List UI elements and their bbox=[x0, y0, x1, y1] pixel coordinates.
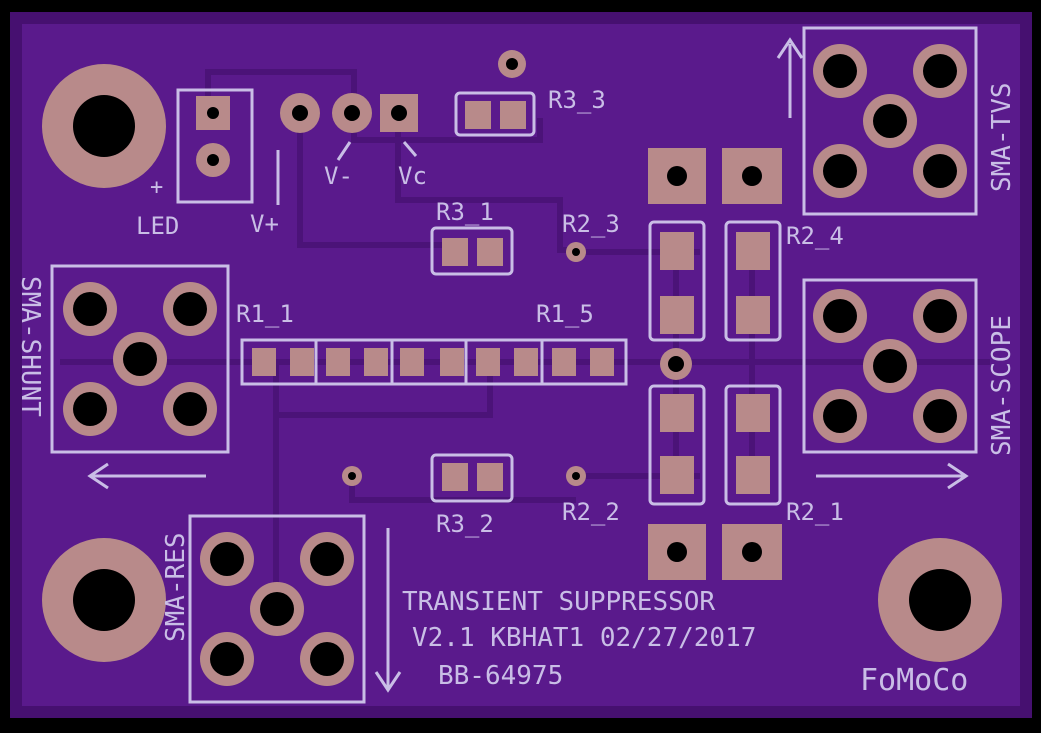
led-plus-label: + bbox=[150, 175, 163, 200]
r3-1-footprint bbox=[430, 226, 586, 276]
r1-5-label: R1_5 bbox=[536, 300, 594, 328]
arrow-up-icon bbox=[776, 37, 804, 118]
voltage-header bbox=[276, 50, 526, 205]
title-line-3: BB-64975 bbox=[438, 661, 563, 691]
sma-res-label: SMA-RES bbox=[161, 532, 191, 642]
r3-2-label: R3_2 bbox=[436, 510, 494, 538]
r3-1-label: R3_1 bbox=[436, 198, 494, 226]
silkscreen-labels: + LED V+ V- Vc R3_3 R3_1 R3_2 R2_3 R2_4 … bbox=[15, 82, 1017, 698]
arrow-down-icon bbox=[374, 528, 402, 693]
r3-3-label: R3_3 bbox=[548, 86, 606, 114]
vc-label: Vc bbox=[398, 162, 427, 190]
mounting-holes bbox=[42, 64, 1002, 662]
sma-res-footprint bbox=[188, 514, 366, 704]
r3-3-footprint bbox=[454, 91, 536, 137]
sma-tvs-label: SMA-TVS bbox=[987, 82, 1017, 192]
r3-2-footprint bbox=[342, 453, 586, 503]
led-label: LED bbox=[136, 212, 179, 240]
title-line-1: TRANSIENT SUPPRESSOR bbox=[402, 587, 715, 617]
maker-label: FoMoCo bbox=[860, 663, 968, 698]
r2-4-label: R2_4 bbox=[786, 222, 844, 250]
r1-chain-footprint bbox=[240, 338, 692, 386]
arrow-left-icon bbox=[87, 462, 206, 490]
sma-shunt-footprint bbox=[50, 264, 230, 454]
r2-3-label: R2_3 bbox=[562, 210, 620, 238]
vminus-label: V- bbox=[324, 162, 353, 190]
r1-1-label: R1_1 bbox=[236, 300, 294, 328]
sma-shunt-label: SMA-SHUNT bbox=[15, 276, 45, 417]
vplus-label: V+ bbox=[250, 210, 279, 238]
sma-scope-footprint bbox=[802, 278, 978, 454]
sma-connectors bbox=[50, 26, 978, 704]
r2-pads bbox=[648, 148, 782, 580]
led-connector bbox=[176, 88, 254, 204]
sma-scope-label: SMA-SCOPE bbox=[987, 315, 1017, 456]
title-line-2: V2.1 KBHAT1 02/27/2017 bbox=[412, 623, 756, 653]
direction-arrows bbox=[87, 37, 969, 693]
sma-tvs-footprint bbox=[802, 26, 978, 216]
arrow-right-icon bbox=[816, 462, 969, 490]
r2-2-label: R2_2 bbox=[562, 498, 620, 526]
r2-1-label: R2_1 bbox=[786, 498, 844, 526]
